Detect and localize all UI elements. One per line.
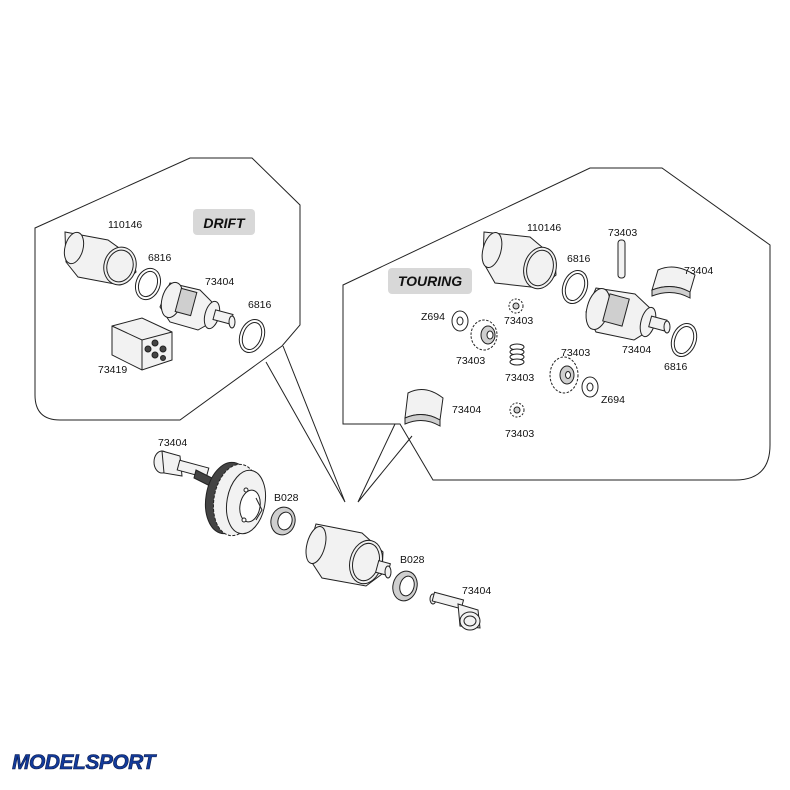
touring-small-gear-b-part	[509, 402, 525, 418]
touring-small-gear-a-part	[508, 298, 524, 314]
touring-spring-part	[509, 343, 525, 366]
drift-diff-case-part	[159, 281, 236, 331]
touring-label-6816-b: 6816	[664, 361, 688, 373]
drift-label-6816-a: 6816	[148, 252, 172, 264]
touring-label-73403-g: 73403	[505, 428, 534, 440]
main-label-73404-a: 73404	[158, 437, 187, 449]
drift-spool-block-part	[111, 317, 173, 371]
touring-label-z694-b: Z694	[601, 394, 625, 406]
touring-oring-b-part	[670, 323, 698, 357]
main-pulley-part	[204, 461, 267, 537]
drift-label-73419: 73419	[98, 364, 127, 376]
touring-washer-b-part	[581, 376, 599, 398]
drift-label-73404: 73404	[205, 276, 234, 288]
drift-title-badge	[193, 209, 255, 235]
drift-label-110146: 110146	[108, 219, 142, 231]
touring-bevel-gear-part	[470, 319, 498, 351]
main-assembly: 73404 B028 B028	[153, 437, 491, 631]
touring-shield-part	[651, 266, 696, 299]
main-label-b028-b: B028	[400, 554, 425, 566]
touring-label-73404-a: 73404	[684, 265, 713, 277]
touring-washer-a-part	[451, 310, 469, 332]
touring-label-73403-c: 73403	[456, 355, 485, 367]
touring-diff-case-part	[585, 287, 671, 341]
touring-panel: TOURING 110146 73403 6816 73404	[342, 167, 771, 481]
touring-label-73403-d: 73403	[505, 372, 534, 384]
drift-sleeve-part	[63, 231, 137, 286]
touring-large-gear-part	[549, 356, 579, 394]
main-outdrive-left-part	[153, 450, 213, 487]
main-outdrive-right-part	[429, 591, 481, 631]
touring-oring-a-part	[561, 270, 589, 304]
drift-label-6816-b: 6816	[248, 299, 272, 311]
touring-pin-part	[617, 239, 626, 279]
touring-sleeve-part	[481, 231, 557, 290]
touring-label-73403-pin: 73403	[608, 227, 637, 239]
brand-logo: MODELSPORT	[12, 751, 157, 774]
touring-label-z694-a: Z694	[421, 311, 445, 323]
touring-shield-b-part	[404, 388, 444, 427]
callout-pointers	[265, 345, 413, 503]
main-label-b028-a: B028	[274, 492, 299, 504]
touring-label-73404-b: 73404	[622, 344, 651, 356]
touring-title: TOURING	[398, 273, 462, 289]
touring-title-badge	[388, 268, 472, 294]
drift-oring-part	[134, 267, 162, 301]
drift-panel: DRIFT 110146 6816 73404 6816	[34, 157, 301, 421]
main-diff-sleeve-part	[305, 523, 392, 587]
drift-oring-b-part	[238, 319, 266, 353]
touring-label-73403-e: 73403	[561, 347, 590, 359]
touring-label-110146: 110146	[527, 222, 561, 234]
touring-label-73404-c: 73404	[452, 404, 481, 416]
touring-label-73403-b: 73403	[504, 315, 533, 327]
main-label-73404-b: 73404	[462, 585, 491, 597]
drift-title: DRIFT	[203, 215, 246, 231]
touring-label-6816-a: 6816	[567, 253, 591, 265]
